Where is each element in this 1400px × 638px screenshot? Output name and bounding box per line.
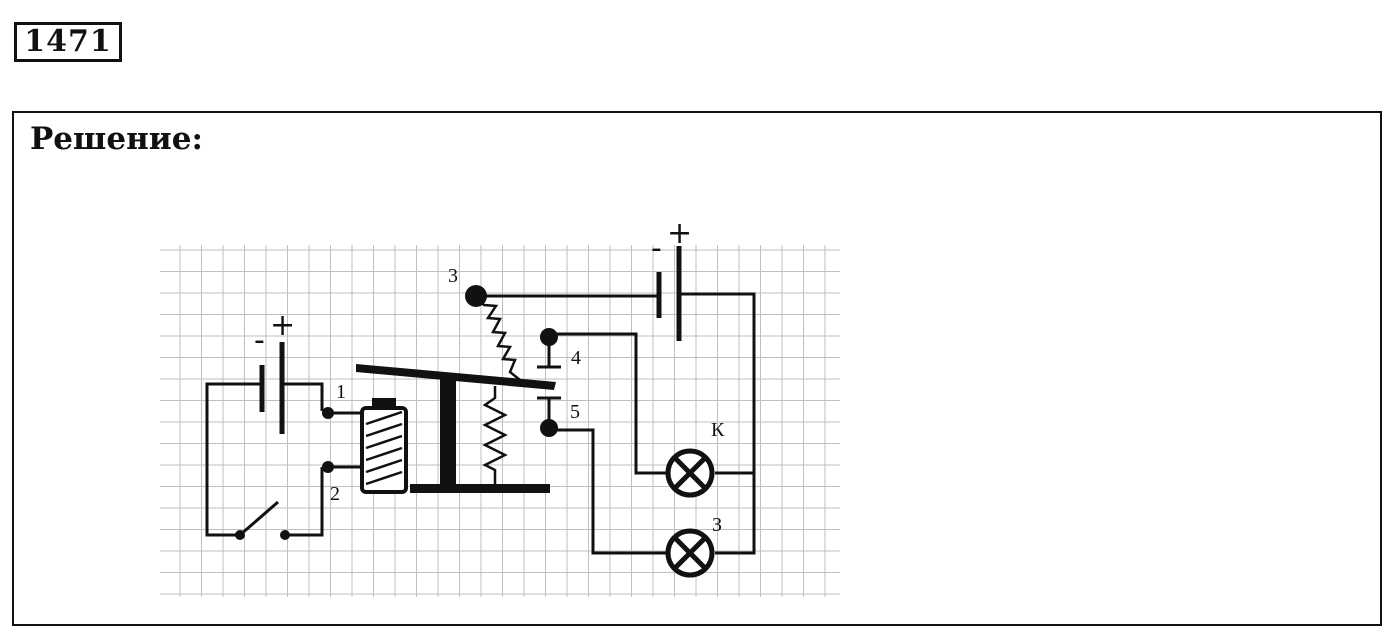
load-nodes: [465, 285, 558, 437]
control-wire-switch: [285, 467, 324, 537]
wire-contact-5: [549, 428, 666, 555]
terminal-5-dot: [540, 419, 558, 437]
control-circuit: [205, 342, 362, 537]
terminal-1-dot: [322, 407, 334, 419]
wire-contact-4: [549, 332, 666, 475]
terminal-3-dot: [465, 285, 487, 307]
problem-number: 1471: [14, 22, 122, 62]
control-battery-minus: -: [254, 323, 265, 358]
wire-battery-right-bus: [679, 292, 756, 555]
switch-blade: [239, 500, 279, 537]
terminal-2-label: 2: [330, 483, 340, 505]
switch-contact-right: [280, 530, 290, 540]
lamp-z-label: З: [712, 514, 722, 536]
load-battery-plus: +: [667, 216, 692, 251]
control-nodes: [235, 407, 334, 540]
relay-base: [410, 484, 550, 493]
terminal-4-dot: [540, 328, 558, 346]
solution-heading: Решение:: [30, 121, 203, 157]
relay: [356, 297, 556, 494]
contact-3-spring: [475, 297, 521, 381]
terminal-1-label: 1: [336, 381, 346, 403]
electromagnet-coil: [360, 406, 408, 494]
terminal-5-label: 5: [570, 401, 580, 423]
control-wire-top: [282, 382, 324, 411]
control-wire-left: [205, 382, 262, 537]
switch-contact-left: [235, 530, 245, 540]
return-spring: [482, 386, 508, 484]
lamp-k-label: К: [711, 419, 725, 441]
terminal-3-label: 3: [448, 265, 458, 287]
solution-box: Решение:: [12, 111, 1382, 626]
relay-post: [440, 374, 456, 488]
load-battery-minus: -: [651, 231, 662, 266]
terminal-4-label: 4: [571, 347, 581, 369]
lamp-k: [665, 448, 715, 498]
load-circuit: [476, 246, 756, 555]
grid-paper: [160, 245, 840, 597]
lamp-z: [665, 528, 715, 578]
terminal-2-dot: [322, 461, 334, 473]
control-battery-plus: +: [270, 308, 295, 343]
